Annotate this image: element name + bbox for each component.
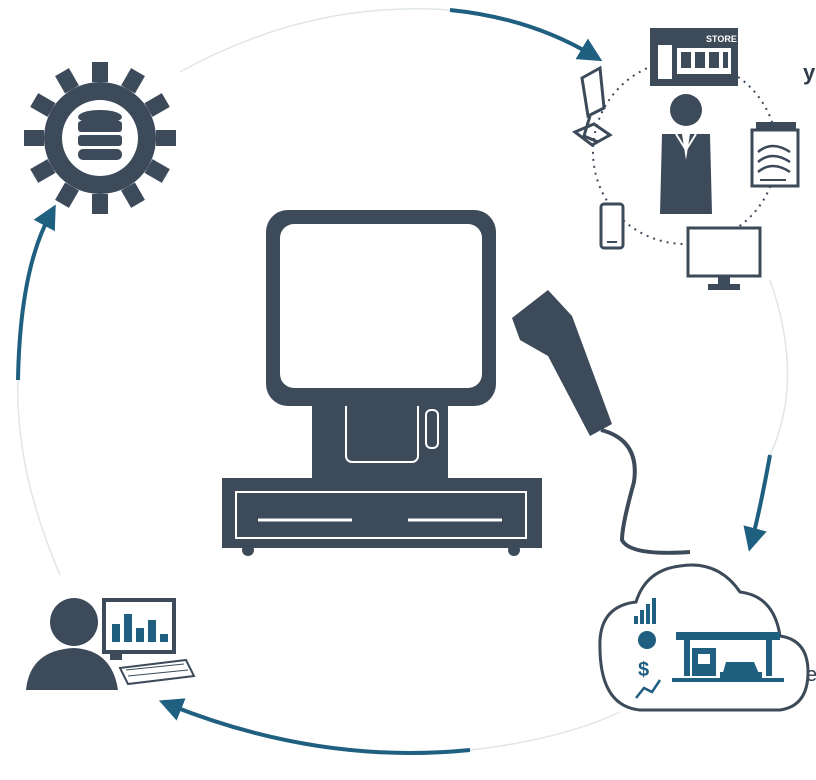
barcode-scanner-icon xyxy=(512,290,691,555)
arrow-to-analyst xyxy=(158,698,471,755)
arrow-to-database xyxy=(16,204,56,381)
smartphone-icon xyxy=(599,202,625,250)
edge-text-fragment-side: e xyxy=(806,664,816,686)
customer-person-icon xyxy=(660,94,712,214)
catalogue-icon xyxy=(750,122,800,188)
store-icon: STORE xyxy=(650,28,738,86)
cycle-ring xyxy=(16,8,789,755)
arrow-to-channels xyxy=(449,8,603,62)
pos-terminal-icon xyxy=(222,210,542,556)
monitor-icon xyxy=(686,226,762,290)
analyst-workstation-icon xyxy=(26,598,196,690)
store-sign-label: STORE xyxy=(706,34,737,44)
kiosk-icon xyxy=(572,65,613,147)
edge-text-fragment-top: y xyxy=(803,60,816,85)
gas-station-icon xyxy=(672,632,784,682)
omnichannel-customer-icon: STORE xyxy=(572,28,800,290)
cloud-store-analytics-icon: $ xyxy=(598,563,810,712)
currency-symbol: $ xyxy=(638,659,649,681)
arrow-to-cloud xyxy=(743,454,772,552)
database-gear-icon xyxy=(24,62,176,214)
